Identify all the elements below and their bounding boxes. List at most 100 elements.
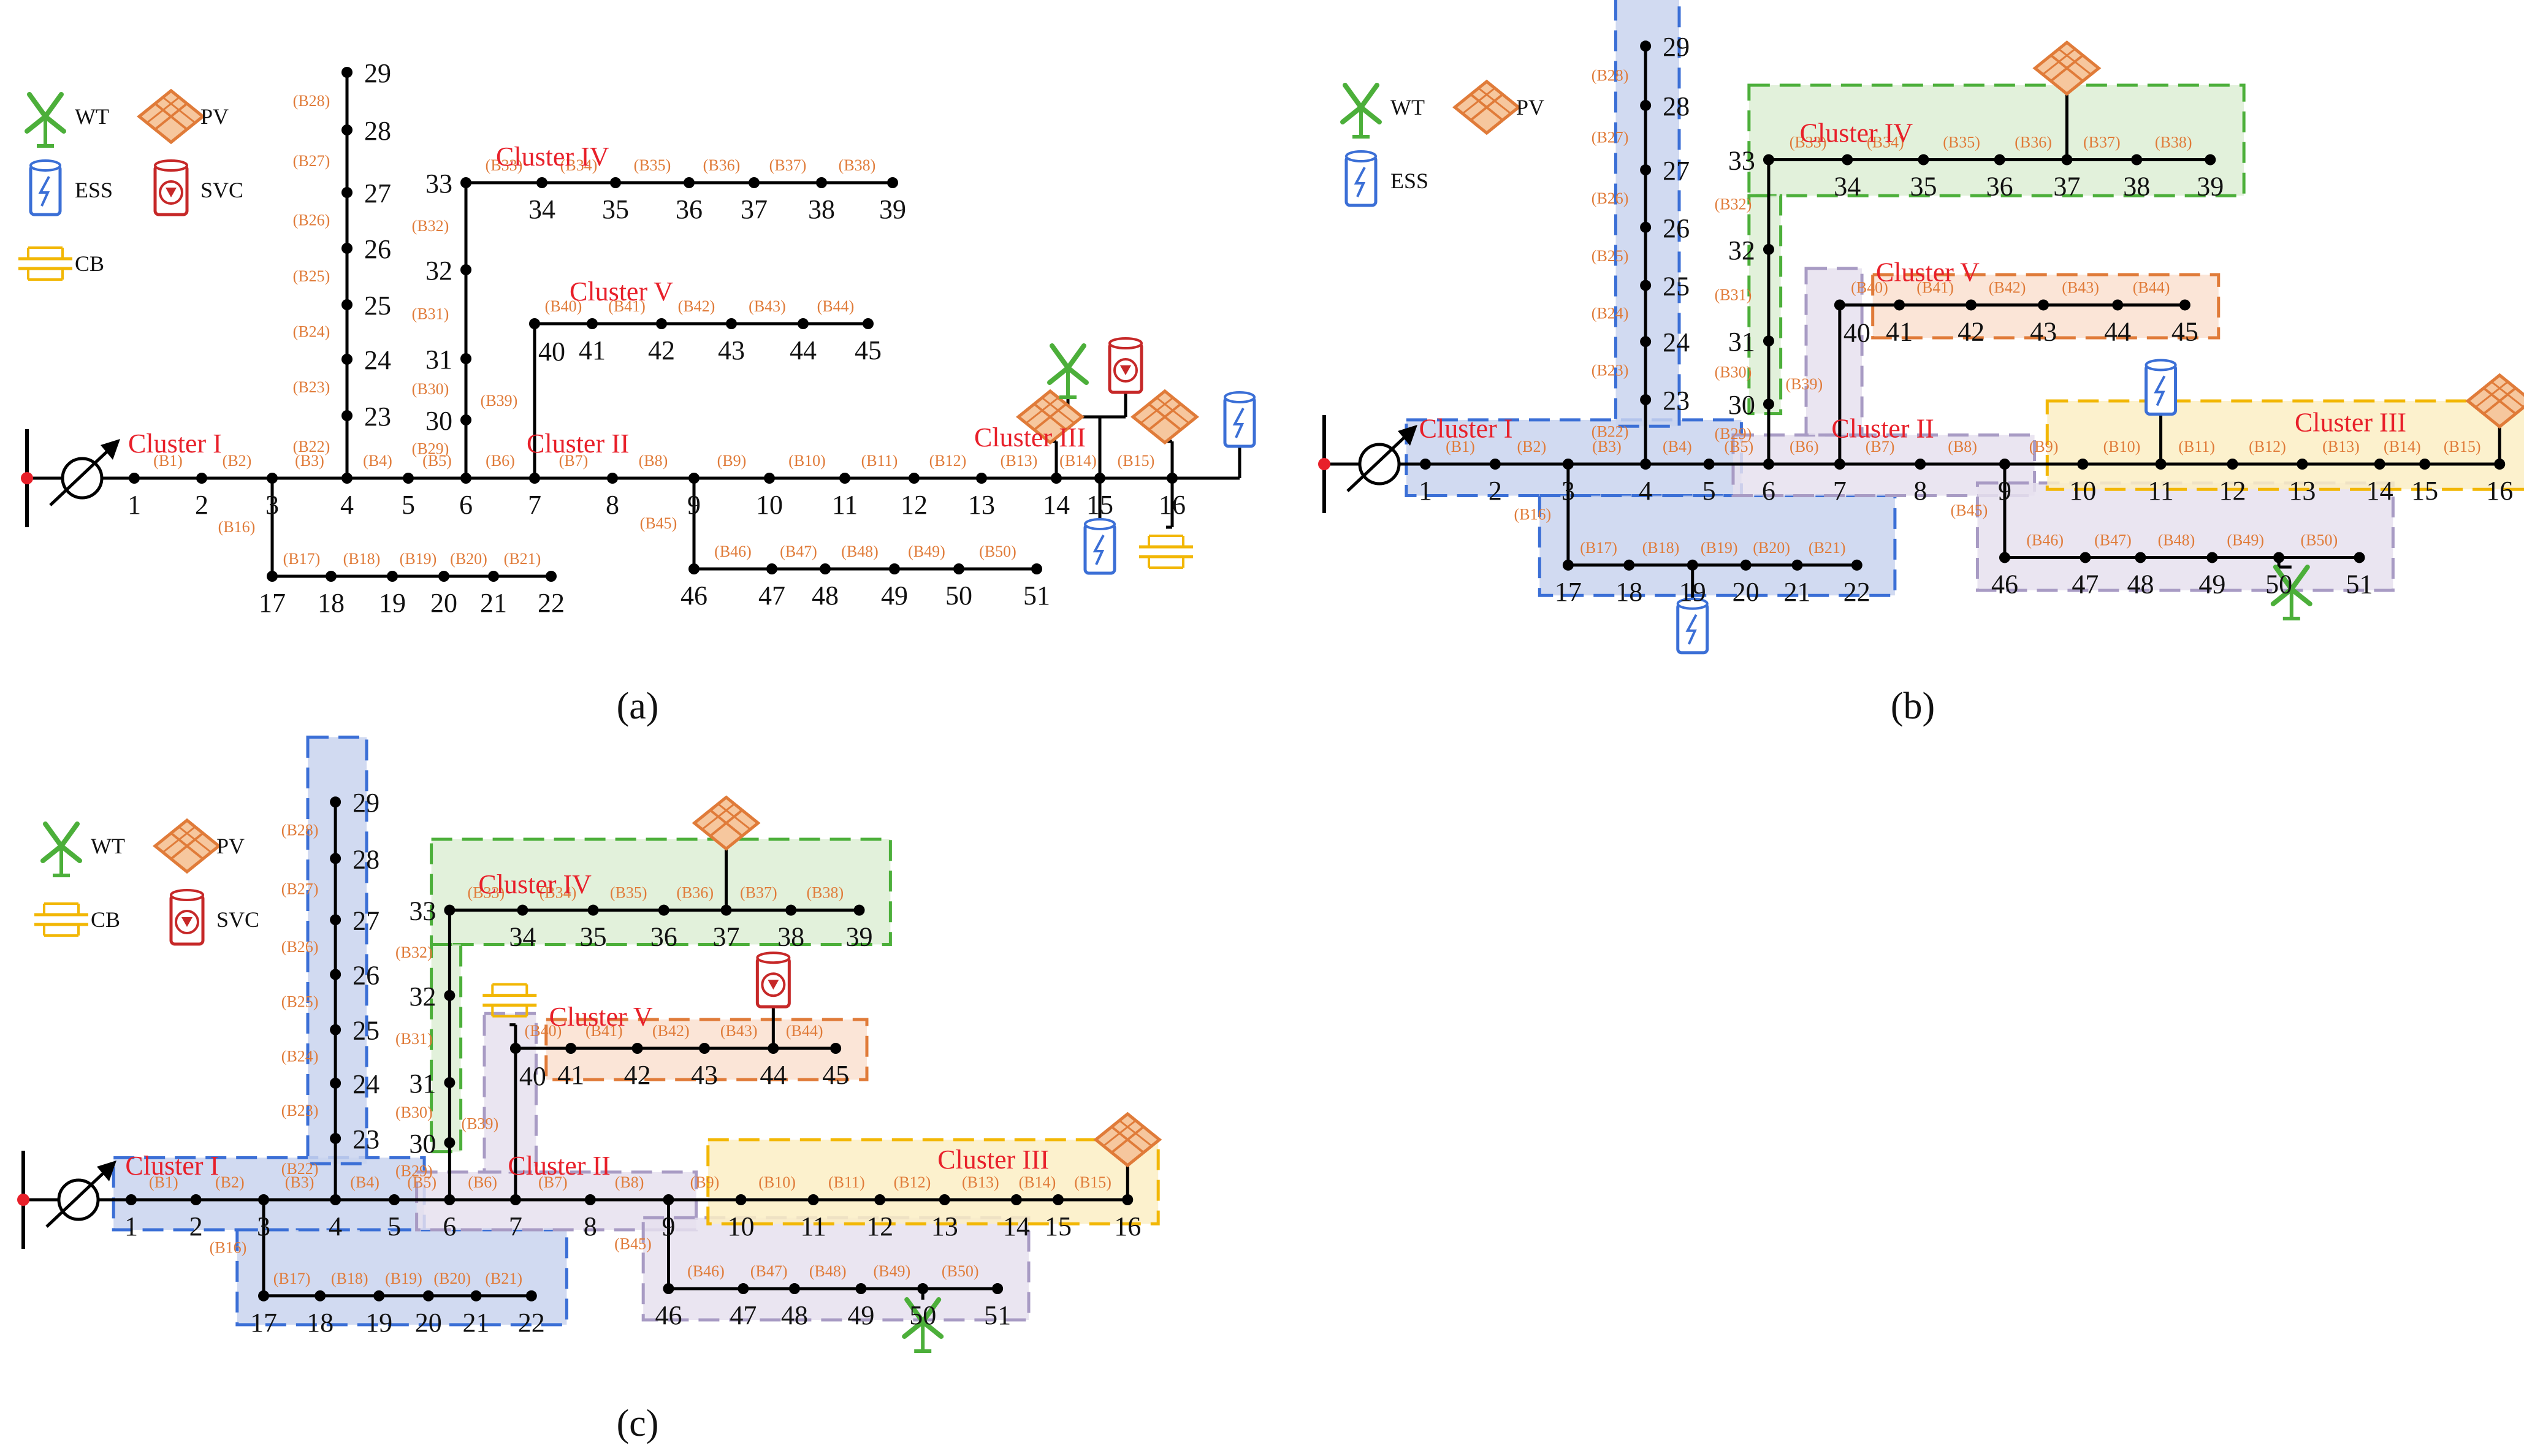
branch-label-a-42: (B42) xyxy=(678,297,715,315)
branch-label-b-32: (B32) xyxy=(1715,196,1752,213)
ess-legend-label-b: ESS xyxy=(1390,169,1428,193)
bus-label-a-39: 39 xyxy=(879,194,906,224)
branch-label-a-36: (B36) xyxy=(703,156,741,174)
branch-label-a-12: (B12) xyxy=(929,452,967,470)
branch-label-b-43: (B43) xyxy=(2062,278,2099,296)
bus-label-a-6: 6 xyxy=(459,490,473,520)
cluster-IV-region-c xyxy=(430,837,892,946)
bus-node-a-18 xyxy=(326,571,337,582)
pv-icon-a-16 xyxy=(1130,389,1199,445)
bus-label-a-33: 33 xyxy=(425,169,452,199)
branch-label-c-44: (B44) xyxy=(786,1022,823,1040)
bus-node-b-39 xyxy=(2205,154,2216,166)
bus-node-c-8 xyxy=(584,1194,596,1205)
bus-label-c-20: 20 xyxy=(415,1308,442,1338)
bus-label-c-40: 40 xyxy=(519,1061,546,1091)
branch-label-a-37: (B37) xyxy=(769,156,807,174)
bus-label-a-14: 14 xyxy=(1043,490,1070,520)
bus-node-b-24 xyxy=(1640,336,1652,348)
transformer-arrow-b xyxy=(1346,427,1415,492)
bus-node-b-48 xyxy=(2135,552,2146,563)
bus-node-a-43 xyxy=(726,318,737,329)
bus-node-b-33 xyxy=(1763,154,1774,166)
cluster-IV-region-b xyxy=(1747,83,2246,197)
bus-label-a-9: 9 xyxy=(687,490,701,520)
bus-node-b-36 xyxy=(1994,154,2005,166)
bus-node-b-7 xyxy=(1834,459,1845,470)
ess-legend-label-a: ESS xyxy=(75,178,113,202)
svc-legend-icon-c xyxy=(169,889,205,946)
bus-label-c-46: 46 xyxy=(655,1300,682,1330)
bus-node-a-35 xyxy=(610,177,621,188)
branch-label-b-49: (B49) xyxy=(2227,531,2264,549)
branch-label-c-27: (B27) xyxy=(281,880,319,898)
bus-label-a-28: 28 xyxy=(364,116,391,146)
bus-node-c-37 xyxy=(720,904,732,916)
pv-icon-b-16 xyxy=(2465,373,2524,429)
bus-node-c-39 xyxy=(853,904,865,916)
bus-label-c-32: 32 xyxy=(409,981,436,1012)
branch-label-c-35: (B35) xyxy=(610,884,647,902)
bus-label-c-33: 33 xyxy=(409,896,436,926)
bus-node-b-12 xyxy=(2227,459,2238,470)
branch-label-b-29: (B29) xyxy=(1715,425,1752,443)
branch-label-c-17: (B17) xyxy=(273,1270,311,1287)
bus-node-a-20 xyxy=(438,571,449,582)
bus-node-c-19 xyxy=(373,1290,385,1302)
bus-label-b-21: 21 xyxy=(1784,577,1811,607)
bus-label-a-12: 12 xyxy=(901,490,928,520)
branch-label-c-48: (B48) xyxy=(809,1262,847,1280)
bus-label-a-44: 44 xyxy=(790,335,817,365)
bus-label-a-47: 47 xyxy=(758,581,785,611)
bus-node-b-9 xyxy=(1999,459,2010,470)
branch-label-b-44: (B44) xyxy=(2133,278,2170,296)
bus-node-b-26 xyxy=(1640,221,1652,233)
bus-label-c-48: 48 xyxy=(781,1300,808,1330)
cluster-label-I-c: Cluster I xyxy=(125,1151,219,1181)
transformer-icon-b xyxy=(1358,443,1401,486)
bus-node-c-16 xyxy=(1122,1194,1134,1205)
bus-node-a-14 xyxy=(1051,473,1062,484)
pv-legend-label-c: PV xyxy=(216,834,245,858)
bus-label-b-32: 32 xyxy=(1728,235,1755,265)
bus-node-a-16 xyxy=(1167,473,1178,484)
branch-label-c-46: (B46) xyxy=(687,1262,725,1280)
bus-node-c-49 xyxy=(855,1283,867,1295)
bus-label-c-22: 22 xyxy=(518,1308,545,1338)
bus-label-a-10: 10 xyxy=(756,490,783,520)
branch-label-b-5: (B5) xyxy=(1724,438,1753,455)
cluster-label-V-a: Cluster V xyxy=(570,276,673,307)
bus-label-c-10: 10 xyxy=(728,1211,755,1241)
bus-node-c-51 xyxy=(992,1283,1004,1295)
branch-label-c-4: (B4) xyxy=(350,1173,379,1191)
source-node-b xyxy=(1318,458,1330,470)
branch-label-c-3: (B3) xyxy=(285,1173,315,1191)
branch-label-b-2: (B2) xyxy=(1517,438,1547,455)
branch-label-c-14: (B14) xyxy=(1019,1173,1056,1191)
branch-label-b-21: (B21) xyxy=(1809,539,1846,557)
branch-label-b-24: (B24) xyxy=(1592,304,1629,322)
bus-label-c-44: 44 xyxy=(760,1060,787,1090)
bus-node-a-7 xyxy=(529,473,540,484)
branch-label-c-28: (B28) xyxy=(281,821,319,839)
bus-node-c-26 xyxy=(330,969,341,980)
bus-label-c-11: 11 xyxy=(800,1211,826,1241)
branch-label-a-27: (B27) xyxy=(293,152,330,170)
bus-label-c-28: 28 xyxy=(353,844,379,874)
bus-node-a-2 xyxy=(196,473,207,484)
branch-label-a-35: (B35) xyxy=(634,156,671,174)
bus-node-a-9 xyxy=(688,473,700,484)
branch-label-a-7: (B7) xyxy=(559,452,589,470)
branch-label-a-44: (B44) xyxy=(817,297,855,315)
bus-node-a-41 xyxy=(587,318,598,329)
branch-label-c-32: (B32) xyxy=(395,943,433,961)
bus-node-a-33 xyxy=(460,177,471,188)
bus-node-b-37 xyxy=(2061,154,2073,166)
bus-label-b-38: 38 xyxy=(2123,172,2150,202)
bus-node-c-5 xyxy=(389,1194,400,1205)
bus-label-b-17: 17 xyxy=(1555,577,1582,607)
bus-node-a-47 xyxy=(766,563,777,574)
branch-label-b-11: (B11) xyxy=(2178,438,2215,455)
bus-label-a-3: 3 xyxy=(265,490,279,520)
bus-node-c-11 xyxy=(807,1194,819,1205)
